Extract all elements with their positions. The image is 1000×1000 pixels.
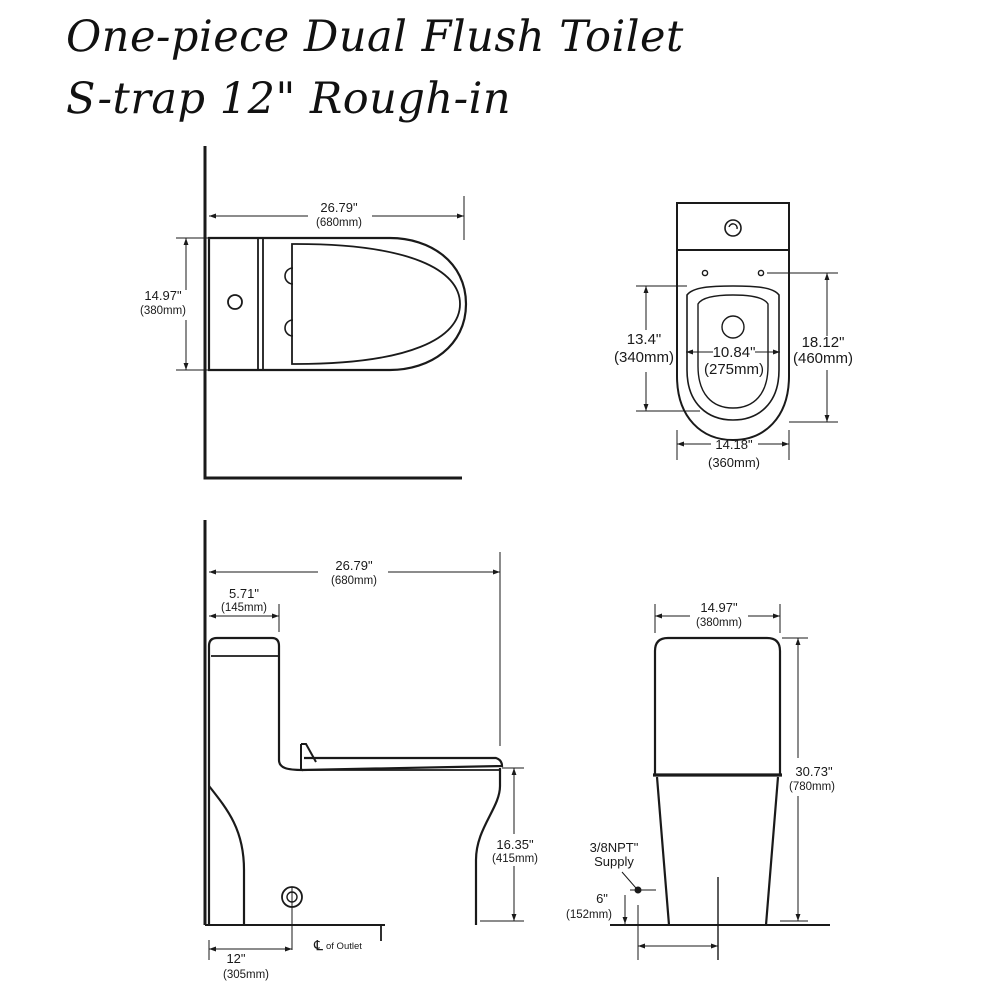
top-length-in: 26.79" (320, 200, 358, 215)
centerline-icon: ℄ (313, 937, 323, 953)
seat-rear (277, 656, 304, 772)
front-width-in: 14.97" (700, 600, 738, 615)
flush-button-icon (227, 294, 243, 310)
hinge-side (300, 743, 317, 770)
overall-length-in: 18.12" (802, 334, 845, 351)
tank-top-outline (676, 202, 790, 250)
bowl-width-in: 14.18" (715, 437, 753, 452)
seat-height-mm: (415mm) (492, 853, 538, 865)
seat-opening-in: 10.84" (713, 344, 756, 361)
flush-button-icon (724, 219, 742, 237)
title-line-2: S-trap 12" Rough-in (66, 74, 512, 124)
front-height-mm: (780mm) (789, 781, 835, 793)
title-line-1: One-piece Dual Flush Toilet (66, 12, 684, 62)
bowl-front-side (474, 768, 502, 925)
wall-floor-corner (203, 146, 462, 480)
outlet-label: of Outlet (326, 941, 362, 952)
trapway-line (208, 785, 246, 925)
bowl-outer-outline (676, 249, 790, 442)
front-view: 14.97" (380mm) 30.73" (780mm) 3/8NPT" Su… (566, 600, 835, 960)
hinge-bolt (701, 269, 709, 277)
bowl-width-mm: (360mm) (708, 455, 760, 470)
bowl-length-in: 13.4" (627, 331, 662, 348)
top-width-in: 14.97" (144, 288, 182, 303)
side-length-in: 26.79" (335, 558, 373, 573)
side-view: 26.79" (680mm) 5.71" (145mm) 16.35" (415… (203, 520, 538, 981)
seat-lid-side (301, 756, 504, 772)
hinge-mark (284, 267, 294, 285)
supply-height-mm: (152mm) (566, 909, 612, 921)
seat-opening (697, 294, 769, 409)
tank-outline-side (207, 636, 281, 925)
top-width-mm: (380mm) (140, 305, 186, 317)
front-height-in: 30.73" (795, 764, 833, 779)
supply-label-1: 3/8NPT" (590, 840, 639, 855)
front-top-view: 18.12" (460mm) 13.4" (340mm) 10.84" (275… (614, 202, 853, 470)
drain-icon (721, 315, 745, 339)
seat-lid-outline (291, 243, 461, 365)
seat-height-in: 16.35" (496, 837, 534, 852)
side-length-mm: (680mm) (331, 575, 377, 587)
hinge-mark (284, 319, 294, 337)
rough-in-in: 12" (226, 951, 245, 966)
hinge-bolt (757, 269, 765, 277)
rough-in-mm: (305mm) (223, 969, 269, 981)
front-width-mm: (380mm) (696, 617, 742, 629)
tank-depth-mm: (145mm) (221, 602, 267, 614)
bowl-sides-front (655, 776, 780, 926)
top-view: 26.79" (680mm) 14.97" (380mm) (140, 146, 468, 480)
bowl-length-mm: (340mm) (614, 349, 674, 366)
seat-opening-mm: (275mm) (704, 361, 764, 378)
overall-length-mm: (460mm) (793, 350, 853, 367)
toilet-outline-top (207, 236, 468, 372)
top-length-mm: (680mm) (316, 217, 362, 229)
seat-ring (686, 285, 780, 421)
tank-outline-front (653, 636, 782, 775)
supply-height-in: 6" (596, 891, 608, 906)
supply-label-2: Supply (594, 854, 634, 869)
tank-depth-in: 5.71" (229, 586, 259, 601)
